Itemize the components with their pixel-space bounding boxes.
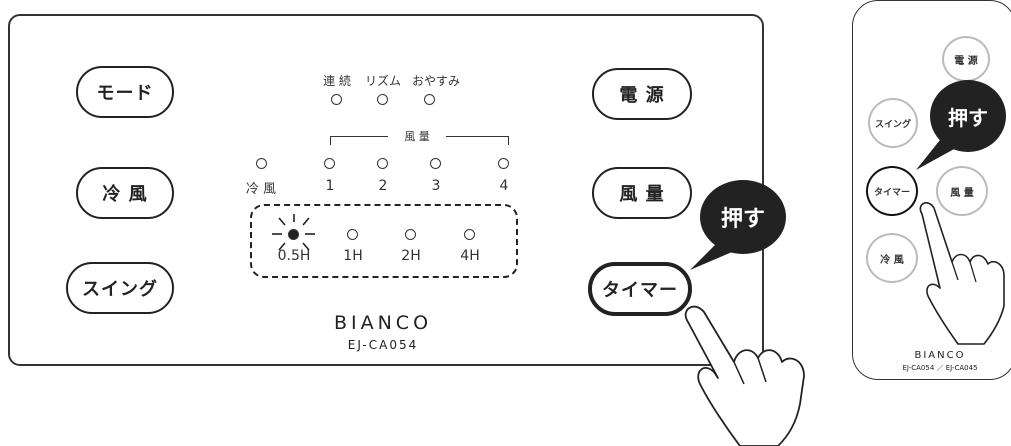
- mode-button[interactable]: モード: [76, 66, 174, 118]
- press-callout-bubble: 押す: [700, 180, 786, 254]
- fan-group-label: 風 量: [388, 128, 446, 144]
- fan-speed-button[interactable]: 風 量: [592, 167, 692, 219]
- cool-air-button[interactable]: 冷 風: [76, 167, 174, 219]
- timer-label-2h: 2H: [401, 248, 421, 264]
- mode-led-rhythm: [377, 94, 388, 105]
- remote-timer-button[interactable]: タイマー: [866, 166, 918, 216]
- fan-led-cool: [256, 158, 267, 169]
- remote-fan-button[interactable]: 風 量: [936, 166, 988, 216]
- timer-label-0-5h: 0.5H: [277, 248, 311, 264]
- remote-model-number: EJ-CA054 ／ EJ-CA045: [902, 364, 978, 372]
- timer-led-1h: [347, 229, 358, 240]
- fan-label-cool: 冷 風: [245, 182, 277, 197]
- fan-led-1: [324, 158, 335, 169]
- fan-led-2: [377, 158, 388, 169]
- remote-brand-logo: BIANCO: [914, 350, 966, 361]
- timer-led-4h: [464, 229, 475, 240]
- swing-button[interactable]: スイング: [66, 262, 174, 314]
- timer-led-0-5h: [288, 229, 299, 240]
- fan-led-4: [498, 158, 509, 169]
- brand-logo: BIANCO: [333, 312, 433, 334]
- fan-label-4: 4: [499, 178, 509, 194]
- mode-label-sleep: おやすみ: [411, 74, 460, 88]
- timer-label-4h: 4H: [460, 248, 480, 264]
- mode-led-continuous: [331, 94, 342, 105]
- fan-led-3: [430, 158, 441, 169]
- timer-indicator-box: [250, 204, 518, 278]
- remote-cool-button[interactable]: 冷 風: [866, 233, 918, 283]
- fan-label-2: 2: [378, 178, 388, 194]
- mode-label-rhythm: リズム: [364, 74, 401, 88]
- fan-label-3: 3: [431, 178, 441, 194]
- remote-press-callout-bubble: 押す: [930, 80, 1006, 152]
- model-number: EJ-CA054: [347, 338, 419, 352]
- power-button[interactable]: 電 源: [592, 68, 692, 120]
- remote-swing-button[interactable]: スイング: [868, 98, 918, 148]
- timer-button[interactable]: タイマー: [588, 262, 692, 316]
- mode-led-sleep: [424, 94, 435, 105]
- timer-label-1h: 1H: [343, 248, 363, 264]
- remote-power-button[interactable]: 電 源: [942, 36, 990, 82]
- fan-label-1: 1: [325, 178, 335, 194]
- mode-label-continuous: 連 続: [323, 74, 351, 88]
- timer-led-2h: [405, 229, 416, 240]
